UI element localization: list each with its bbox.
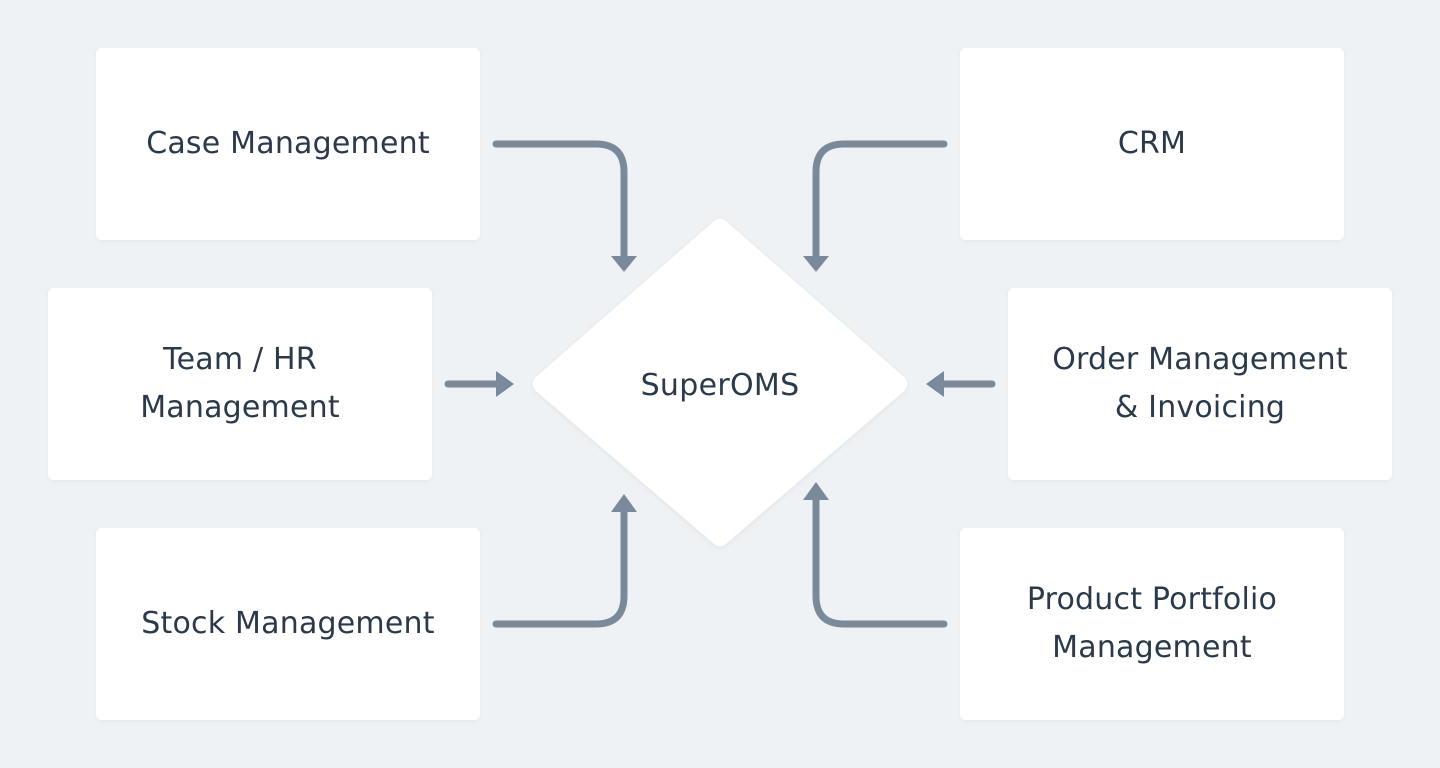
arrowhead-case-management	[611, 256, 637, 272]
arrowhead-order-management	[926, 371, 944, 397]
team-hr-management-label: Team / HR Management	[140, 342, 340, 425]
case-management-node: Case Management	[96, 48, 480, 240]
arrowhead-crm	[803, 256, 829, 272]
order-management-invoicing-node: Order Management & Invoicing	[1008, 288, 1392, 480]
superoms-label: SuperOMS	[641, 368, 800, 403]
case-management-label: Case Management	[146, 126, 430, 161]
crm-node: CRM	[960, 48, 1344, 240]
connector-crm	[812, 140, 948, 262]
product-portfolio-management-label: Product Portfolio Management	[1026, 582, 1278, 665]
connector-case-management	[492, 140, 628, 262]
team-hr-management-node: Team / HR Management	[48, 288, 432, 480]
arrowhead-stock-management	[611, 494, 637, 512]
connector-stock-management	[492, 506, 628, 628]
arrowhead-product-portfolio	[803, 482, 829, 500]
connector-product-portfolio	[812, 494, 948, 628]
superoms-hub: SuperOMS	[532, 218, 908, 547]
order-management-invoicing-label: Order Management & Invoicing	[1052, 342, 1348, 425]
stock-management-label: Stock Management	[141, 606, 435, 641]
crm-label: CRM	[1117, 126, 1187, 161]
stock-management-node: Stock Management	[96, 528, 480, 720]
arrowhead-team-hr	[496, 371, 514, 397]
product-portfolio-management-node: Product Portfolio Management	[960, 528, 1344, 720]
hub-diamond-shape	[532, 218, 908, 547]
